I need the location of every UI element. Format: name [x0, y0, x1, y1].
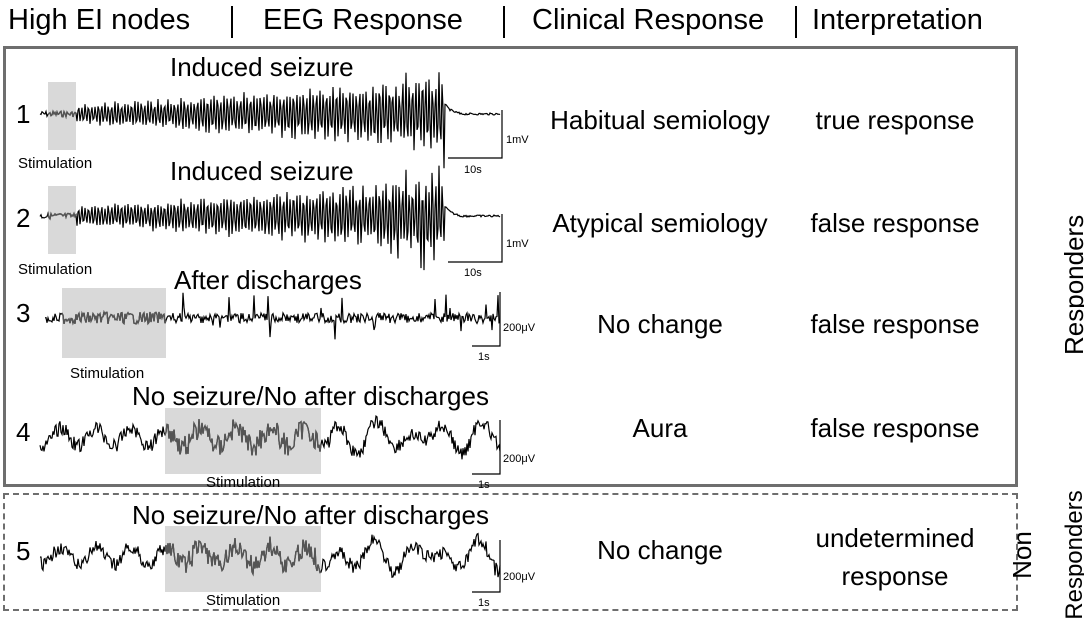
eeg-trace-stim-segment-2 — [47, 211, 77, 221]
header-clinical-response: Clinical Response — [532, 4, 765, 36]
row-number-5: 5 — [16, 536, 31, 566]
stimulation-window-3 — [62, 288, 166, 358]
event-title-5: No seizure/No after discharges — [132, 500, 489, 530]
non-responders-label-line1: Non — [1007, 531, 1037, 579]
clinical-response-1: Habitual semiology — [550, 105, 770, 135]
scale-bar-5 — [472, 540, 501, 593]
stimulation-label-1: Stimulation — [18, 155, 93, 172]
scale-amplitude-5: 200μV — [503, 571, 536, 583]
eeg-trace-stim-segment-3 — [61, 309, 167, 326]
scale-amplitude-4: 200μV — [503, 453, 536, 465]
clinical-response-5: No change — [597, 535, 723, 565]
eeg-trace-stim-segment-5 — [164, 536, 322, 577]
header-separator — [231, 6, 233, 38]
clinical-response-2: Atypical semiology — [552, 208, 768, 238]
row-number-1: 1 — [16, 99, 31, 129]
stimulation-label-2: Stimulation — [18, 261, 93, 278]
scale-bar-3 — [472, 292, 501, 347]
interpretation-4: false response — [810, 413, 980, 443]
stimulation-label-3: Stimulation — [70, 365, 145, 382]
eeg-trace-stim-segment-1 — [47, 109, 77, 120]
interpretation-1: true response — [815, 105, 975, 135]
header-separator — [503, 6, 505, 38]
non-responders-box — [3, 493, 1018, 611]
stimulation-label-4: Stimulation — [206, 474, 281, 491]
scale-bar-2 — [448, 214, 503, 263]
responders-box — [3, 46, 1018, 487]
event-title-1: Induced seizure — [170, 52, 354, 82]
header-interpretation: Interpretation — [812, 4, 983, 36]
scale-amplitude-3: 200μV — [503, 322, 536, 334]
scale-time-2: 10s — [464, 267, 482, 279]
header-separator — [795, 6, 797, 38]
interpretation-3: false response — [810, 309, 980, 339]
eeg-trace-stim-segment-4 — [164, 419, 322, 456]
interpretation-2: false response — [810, 208, 980, 238]
non-responders-label-line2: Responders — [1061, 490, 1084, 620]
interpretation-5-line2: response — [841, 561, 949, 591]
header-high-ei-nodes: High EI nodes — [8, 4, 191, 36]
eeg-trace-2 — [39, 165, 501, 271]
clinical-response-3: No change — [597, 309, 723, 339]
row-number-2: 2 — [16, 203, 31, 233]
eeg-trace-1 — [39, 72, 501, 169]
interpretation-5-line1: undetermined — [815, 523, 975, 553]
header-eeg-response: EEG Response — [263, 4, 463, 36]
row-number-3: 3 — [16, 298, 31, 328]
event-title-2: Induced seizure — [170, 156, 354, 186]
clinical-response-4: Aura — [632, 413, 688, 443]
scale-time-1: 10s — [464, 164, 482, 176]
stimulation-window-2 — [48, 186, 76, 254]
scale-bar-1 — [448, 110, 503, 159]
responders-label: Responders — [1059, 214, 1084, 355]
scale-amplitude-1: 1mV — [506, 134, 529, 146]
stimulation-label-5: Stimulation — [206, 592, 281, 609]
scale-time-3: 1s — [478, 351, 490, 363]
scale-time-4: 1s — [478, 479, 490, 491]
event-title-4: No seizure/No after discharges — [132, 381, 489, 411]
scale-bar-4 — [472, 420, 501, 475]
scale-amplitude-2: 1mV — [506, 238, 529, 250]
event-title-3: After discharges — [174, 265, 362, 295]
scale-time-5: 1s — [478, 597, 490, 609]
row-number-4: 4 — [16, 417, 31, 447]
